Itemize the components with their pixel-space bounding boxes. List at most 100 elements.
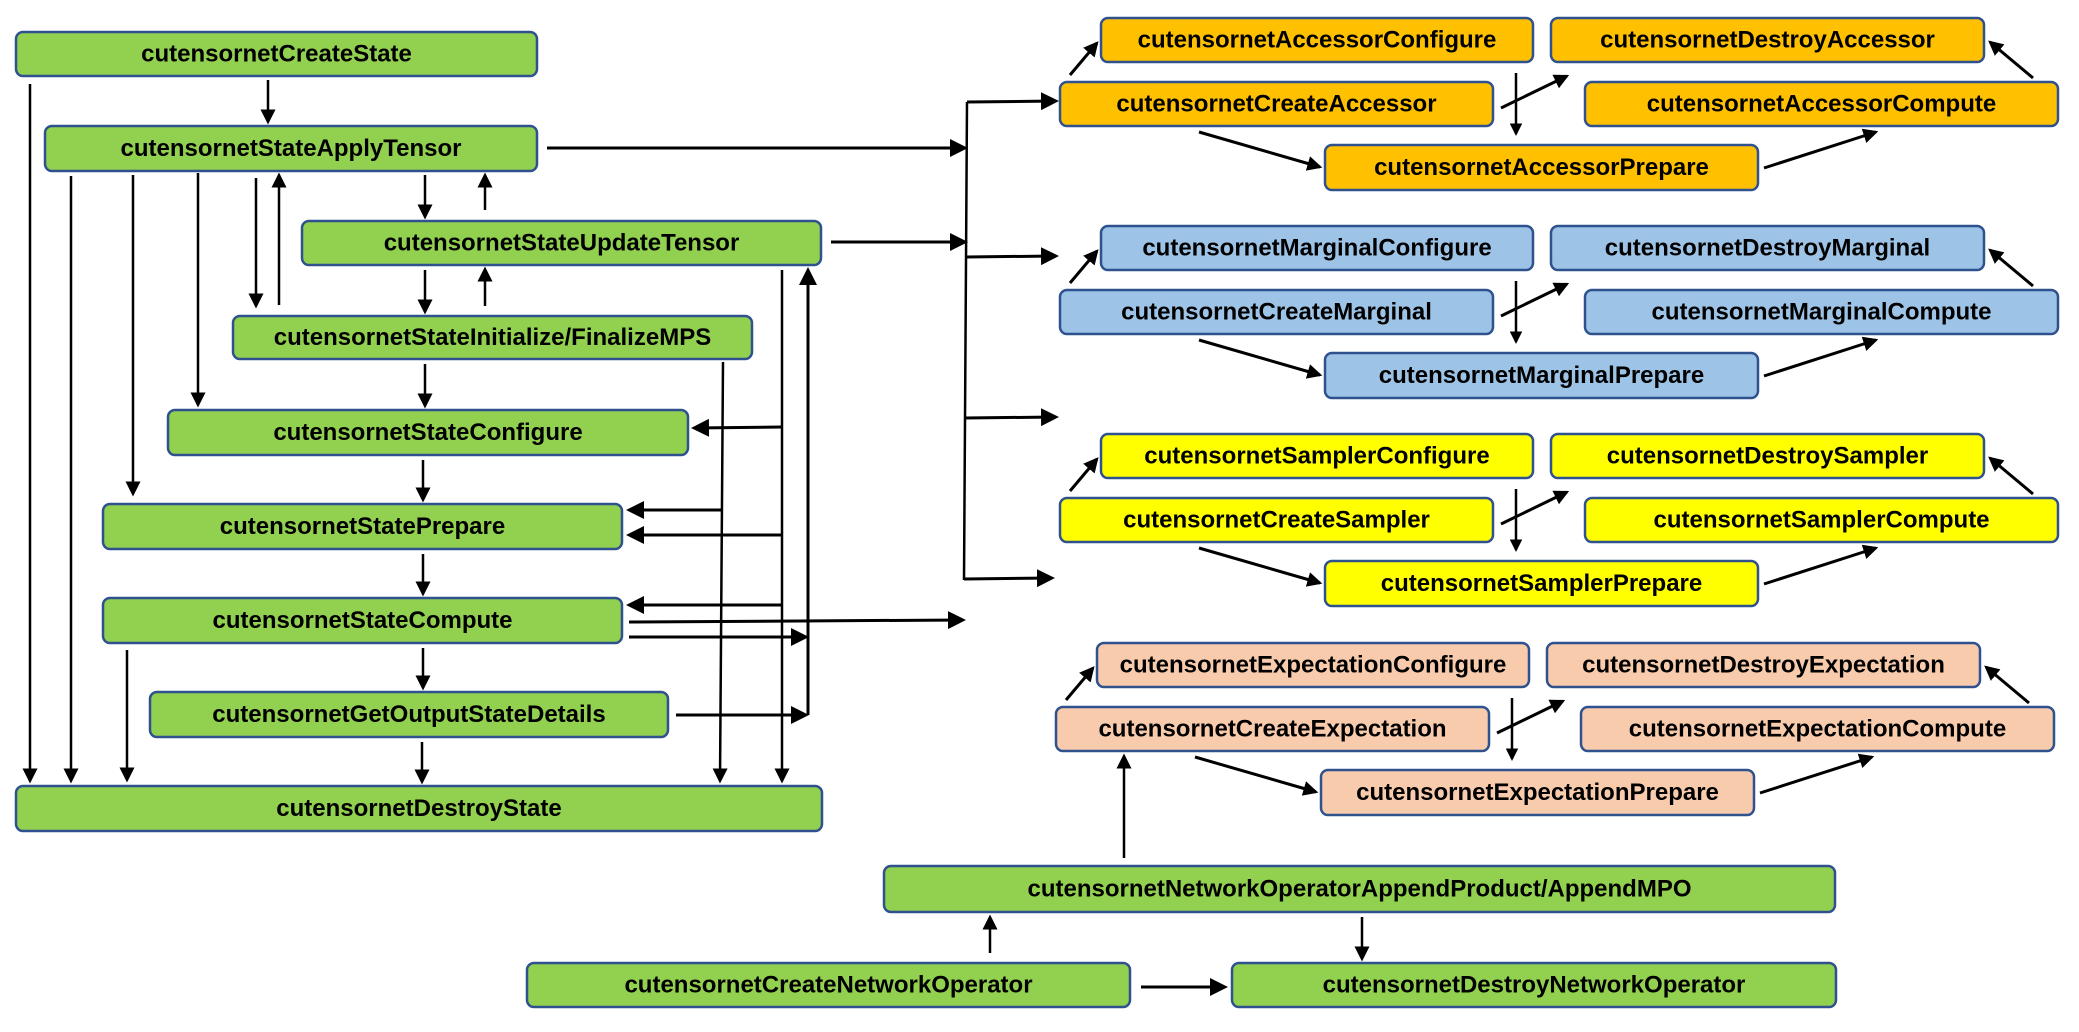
node-state-configure: cutensornetStateConfigure xyxy=(166,408,690,457)
node-accessor-create-box xyxy=(1058,80,1495,128)
edge-bus-to-create-accessor xyxy=(966,92,1059,111)
edge-accessor-compute-to-destroy xyxy=(1988,40,2034,80)
node-expectation-configure-label: cutensornetExpectationConfigure xyxy=(1120,652,1507,679)
node-sampler-configure-label: cutensornetSamplerConfigure xyxy=(1144,443,1489,470)
node-expectation-create-label: cutensornetCreateExpectation xyxy=(1098,716,1446,743)
node-accessor-create: cutensornetCreateAccessor xyxy=(1058,80,1495,128)
node-expectation-configure: cutensornetExpectationConfigure xyxy=(1095,641,1531,689)
node-network-operator-append-product: cutensornetNetworkOperatorAppendProduct/… xyxy=(882,864,1837,914)
edge-accessor-create-to-prepare xyxy=(1198,130,1323,171)
node-destroy-state-box xyxy=(14,784,824,833)
node-marginal-configure-box xyxy=(1099,224,1535,272)
node-state-compute: cutensornetStateCompute xyxy=(101,596,624,645)
node-network-operator-append-product-box xyxy=(882,864,1837,914)
edge-sampler-prepare-to-compute xyxy=(1763,544,1879,586)
edges-layer xyxy=(22,40,2034,996)
edge-sampler-compute-to-destroy xyxy=(1988,456,2034,496)
node-expectation-compute: cutensornetExpectationCompute xyxy=(1579,705,2056,753)
node-state-apply-tensor-label: cutensornetStateApplyTensor xyxy=(121,135,462,162)
node-sampler-compute-label: cutensornetSamplerCompute xyxy=(1653,507,1989,534)
node-sampler-prepare-box xyxy=(1323,559,1760,608)
node-create-state-label: cutensornetCreateState xyxy=(141,41,412,68)
node-marginal-compute-box xyxy=(1583,288,2060,336)
node-create-network-operator: cutensornetCreateNetworkOperator xyxy=(525,961,1132,1009)
node-destroy-network-operator: cutensornetDestroyNetworkOperator xyxy=(1230,961,1838,1009)
node-state-apply-tensor-box xyxy=(43,124,539,173)
node-sampler-destroy: cutensornetDestroySampler xyxy=(1549,432,1986,480)
node-sampler-prepare: cutensornetSamplerPrepare xyxy=(1323,559,1760,608)
node-marginal-prepare-label: cutensornetMarginalPrepare xyxy=(1379,362,1704,389)
node-create-state: cutensornetCreateState xyxy=(14,30,539,78)
node-sampler-configure-box xyxy=(1099,432,1535,480)
node-expectation-destroy: cutensornetDestroyExpectation xyxy=(1545,641,1982,689)
edge-state-compute-to-bus xyxy=(628,611,966,630)
edge-update-tensor-to-state-configure xyxy=(691,418,783,437)
node-accessor-destroy-label: cutensornetDestroyAccessor xyxy=(1600,27,1935,54)
edge-accessor-prepare-to-compute xyxy=(1763,128,1879,170)
edge-bus-to-create-sampler xyxy=(964,408,1059,427)
node-destroy-network-operator-label: cutensornetDestroyNetworkOperator xyxy=(1323,972,1746,999)
node-marginal-create-box xyxy=(1058,288,1495,336)
edge-expectation-create-to-prepare xyxy=(1194,755,1319,796)
node-marginal-compute-label: cutensornetMarginalCompute xyxy=(1651,299,1991,326)
node-marginal-configure-label: cutensornetMarginalConfigure xyxy=(1142,235,1491,262)
edge-bus-to-create-expectation xyxy=(963,569,1055,588)
node-marginal-create: cutensornetCreateMarginal xyxy=(1058,288,1495,336)
node-expectation-configure-box xyxy=(1095,641,1531,689)
node-marginal-destroy-label: cutensornetDestroyMarginal xyxy=(1605,235,1930,262)
node-sampler-create-box xyxy=(1058,496,1495,544)
node-accessor-compute-box xyxy=(1583,80,2060,128)
edge-accessor-create-to-configure xyxy=(1068,41,1099,76)
edge-bus-to-create-marginal xyxy=(965,247,1059,266)
node-marginal-destroy: cutensornetDestroyMarginal xyxy=(1549,224,1986,272)
edge-sampler-create-to-configure xyxy=(1068,457,1099,492)
edge-marginal-prepare-to-compute xyxy=(1763,336,1879,378)
edge-expectation-create-to-configure xyxy=(1064,666,1095,701)
node-expectation-prepare: cutensornetExpectationPrepare xyxy=(1319,768,1756,817)
node-sampler-create: cutensornetCreateSampler xyxy=(1058,496,1495,544)
node-accessor-prepare-label: cutensornetAccessorPrepare xyxy=(1374,154,1709,181)
edge-expectation-create-to-destroy xyxy=(1496,699,1566,735)
node-expectation-compute-box xyxy=(1579,705,2056,753)
node-accessor-destroy: cutensornetDestroyAccessor xyxy=(1549,16,1986,64)
node-state-compute-box xyxy=(101,596,624,645)
node-state-update-tensor-box xyxy=(300,219,823,267)
edge-expectation-compute-to-destroy xyxy=(1984,665,2030,705)
edge-bus-vertical xyxy=(962,101,969,581)
node-state-initialize-finalize-mps-label: cutensornetStateInitialize/FinalizeMPS xyxy=(274,324,711,351)
node-destroy-network-operator-box xyxy=(1230,961,1838,1009)
node-state-configure-label: cutensornetStateConfigure xyxy=(273,419,582,446)
node-sampler-destroy-label: cutensornetDestroySampler xyxy=(1607,443,1928,470)
node-accessor-compute: cutensornetAccessorCompute xyxy=(1583,80,2060,128)
node-state-update-tensor: cutensornetStateUpdateTensor xyxy=(300,219,823,267)
edge-marginal-create-to-destroy xyxy=(1500,282,1570,318)
node-expectation-compute-label: cutensornetExpectationCompute xyxy=(1629,716,2006,743)
edge-init-mps-to-destroy-state xyxy=(712,361,728,784)
node-sampler-configure: cutensornetSamplerConfigure xyxy=(1099,432,1535,480)
node-marginal-configure: cutensornetMarginalConfigure xyxy=(1099,224,1535,272)
edge-marginal-create-to-prepare xyxy=(1198,338,1323,379)
node-expectation-prepare-box xyxy=(1319,768,1756,817)
node-destroy-state: cutensornetDestroyState xyxy=(14,784,824,833)
node-sampler-destroy-box xyxy=(1549,432,1986,480)
node-create-state-box xyxy=(14,30,539,78)
edge-sampler-create-to-destroy xyxy=(1500,490,1570,526)
node-accessor-prepare-box xyxy=(1323,143,1760,192)
node-sampler-compute-box xyxy=(1583,496,2060,544)
node-state-prepare: cutensornetStatePrepare xyxy=(101,502,624,551)
node-expectation-create-box xyxy=(1054,705,1491,753)
node-marginal-prepare-box xyxy=(1323,351,1760,400)
node-get-output-state-details-box xyxy=(148,690,670,739)
node-expectation-destroy-box xyxy=(1545,641,1982,689)
edge-marginal-create-to-configure xyxy=(1068,249,1099,284)
node-sampler-compute: cutensornetSamplerCompute xyxy=(1583,496,2060,544)
node-accessor-configure-label: cutensornetAccessorConfigure xyxy=(1138,27,1497,54)
node-marginal-create-label: cutensornetCreateMarginal xyxy=(1121,299,1432,326)
node-create-network-operator-label: cutensornetCreateNetworkOperator xyxy=(624,972,1032,999)
node-accessor-destroy-box xyxy=(1549,16,1986,64)
node-state-compute-label: cutensornetStateCompute xyxy=(212,607,512,634)
node-get-output-state-details-label: cutensornetGetOutputStateDetails xyxy=(212,701,605,728)
node-accessor-create-label: cutensornetCreateAccessor xyxy=(1116,91,1436,118)
node-create-network-operator-box xyxy=(525,961,1132,1009)
